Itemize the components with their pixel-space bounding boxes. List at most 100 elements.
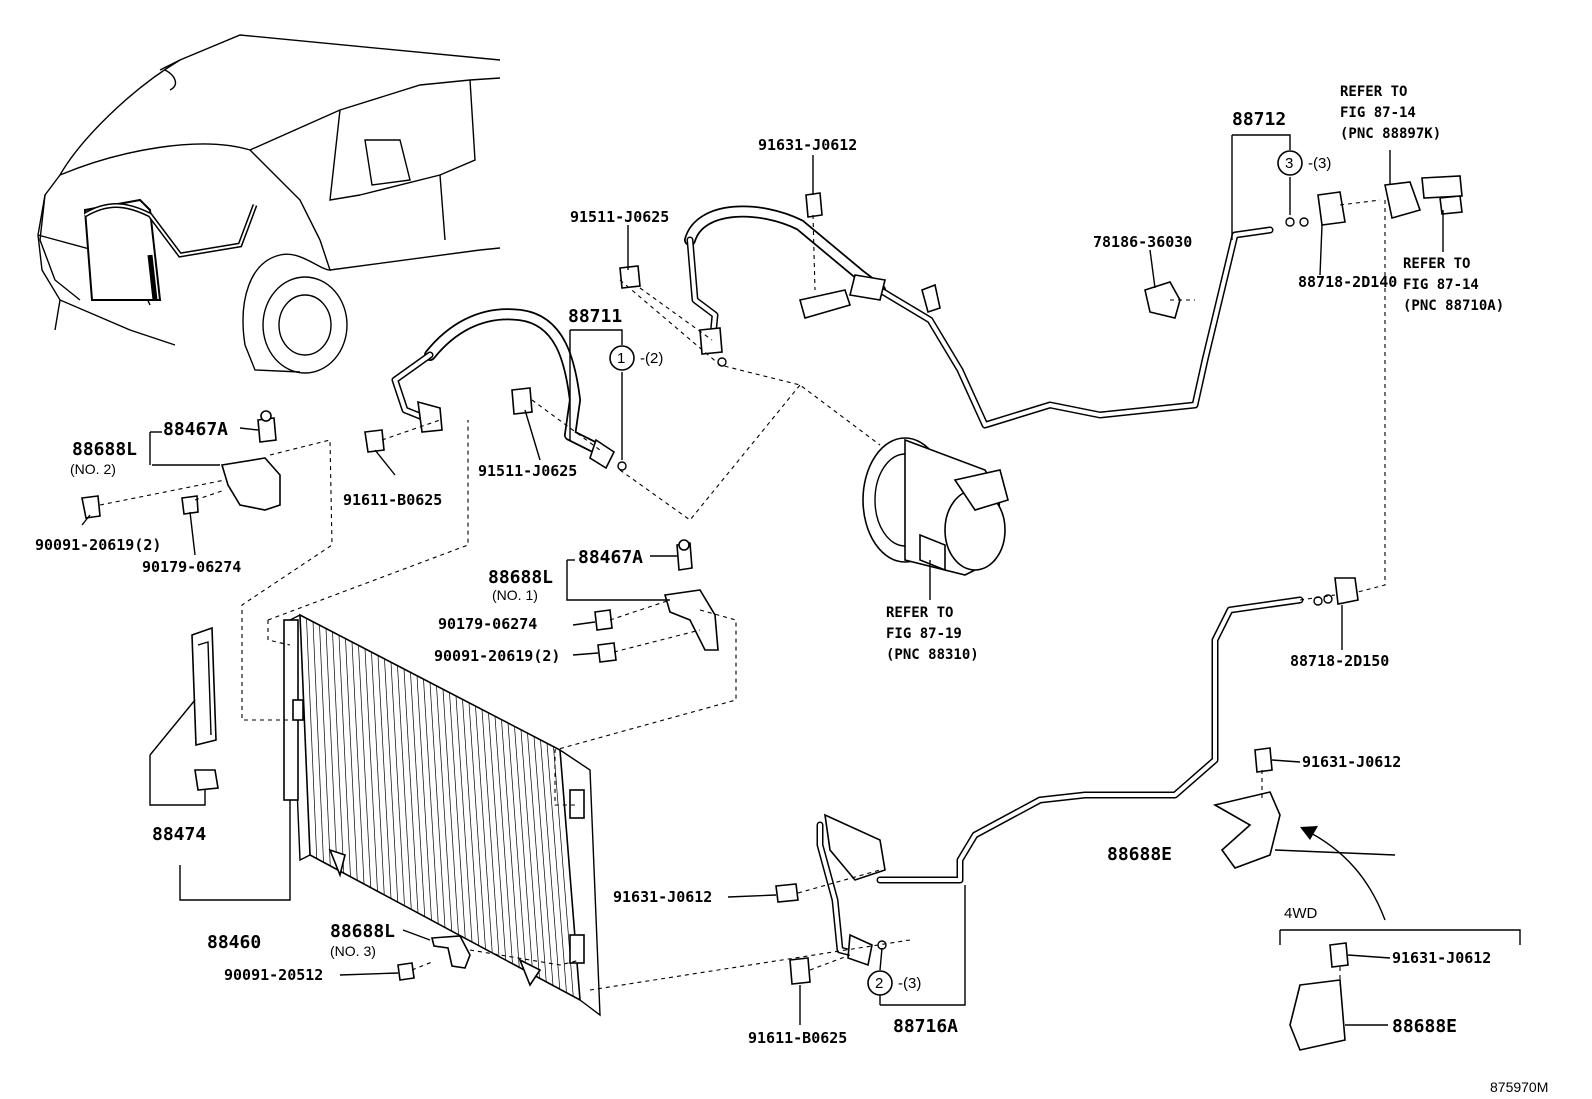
label-90091-20512: 90091-20512 <box>224 966 323 984</box>
label-no2: (NO. 2) <box>70 461 116 477</box>
condenser-fin <box>520 729 540 979</box>
condenser-fin <box>364 648 378 892</box>
ref-top-line3: (PNC 88897K) <box>1340 126 1441 142</box>
label-4wd: 4WD <box>1284 905 1318 922</box>
figure-code: 875970M <box>1490 1079 1548 1095</box>
leader-lines <box>81 134 1521 1026</box>
upper-left-bracket-group <box>81 410 385 519</box>
condenser-fin <box>540 739 561 990</box>
condenser-fin <box>462 699 480 946</box>
condenser-fin <box>397 665 412 910</box>
condenser-fin <box>455 695 473 943</box>
reference-notes: REFER TO FIG 87-14 (PNC 88897K) REFER TO… <box>886 84 1504 663</box>
middle-bracket-group <box>511 192 823 663</box>
condenser-fin <box>475 706 493 953</box>
callout-circle-2 <box>867 970 893 996</box>
label-88460: 88460 <box>207 932 261 953</box>
condenser-fin <box>501 719 520 968</box>
callout-1-number: 1 <box>617 350 625 367</box>
condenser-fin <box>481 709 500 957</box>
condenser-fin <box>546 743 567 993</box>
label-78186-36030: 78186-36030 <box>1093 233 1192 251</box>
condenser-fin <box>442 689 459 935</box>
condenser-fin <box>377 655 392 899</box>
condenser-fin <box>449 692 466 939</box>
label-90179-06274-left: 90179-06274 <box>142 558 241 576</box>
condenser-fin <box>390 662 405 906</box>
condenser-fin <box>514 726 534 975</box>
ref-right-line1: REFER TO <box>1403 256 1470 272</box>
label-88467a-mid: 88467A <box>578 547 643 568</box>
label-no3: (NO. 3) <box>330 943 376 959</box>
side-seal <box>149 626 291 901</box>
condenser-fin <box>351 641 365 885</box>
ref-right-line3: (PNC 88710A) <box>1403 298 1504 314</box>
condenser-fin <box>423 679 439 924</box>
ref-top-line2: FIG 87-14 <box>1340 105 1416 121</box>
label-no1: (NO. 1) <box>492 587 538 603</box>
condenser-fin <box>488 712 507 961</box>
label-90091-20619-mid: 90091-20619(2) <box>434 647 560 665</box>
4wd-arrow <box>1300 826 1386 921</box>
label-91611-b0625-top: 91611-B0625 <box>343 491 442 509</box>
ref-compressor-line1: REFER TO <box>886 605 953 621</box>
callout-circle-1 <box>609 345 635 371</box>
lower-bracket-group <box>397 883 811 985</box>
liquid-pipe <box>816 596 1304 967</box>
label-88474: 88474 <box>152 824 206 845</box>
condenser-fin <box>325 628 338 870</box>
condenser-fin <box>410 672 426 917</box>
condenser-fin <box>371 652 385 895</box>
callout-2-number: 2 <box>875 975 883 992</box>
label-91631-j0612-top: 91631-J0612 <box>758 136 857 154</box>
callout-3-qty: -(3) <box>1308 155 1331 172</box>
label-88712: 88712 <box>1232 109 1286 130</box>
condenser-fin <box>533 736 554 986</box>
condenser-fin <box>436 685 453 932</box>
label-90091-20619-left: 90091-20619(2) <box>35 536 161 554</box>
condenser-fin <box>306 618 318 859</box>
condenser-fin <box>429 682 446 928</box>
condenser-fin <box>494 716 513 964</box>
label-91631-j0612-4wd: 91631-J0612 <box>1392 949 1491 967</box>
callout-circle-3 <box>1277 150 1303 176</box>
label-88718-2d150: 88718-2D150 <box>1290 652 1389 670</box>
ref-compressor-line2: FIG 87-19 <box>886 626 962 642</box>
label-88688l-bot: 88688L <box>330 921 395 942</box>
callout-2-qty: -(3) <box>898 975 921 992</box>
condenser-fin <box>338 635 351 877</box>
callout-3-number: 3 <box>1285 155 1293 172</box>
callout-labels: 1 -(2) 2 -(3) 3 -(3) <box>617 155 1331 992</box>
condenser-fin <box>507 722 527 972</box>
suction-hose <box>684 205 1274 429</box>
label-91611-b0625-bot: 91611-B0625 <box>748 1029 847 1047</box>
label-88711: 88711 <box>568 306 622 327</box>
label-91631-j0612-right: 91631-J0612 <box>1302 753 1401 771</box>
ref-right-line2: FIG 87-14 <box>1403 277 1479 293</box>
callout-circles <box>609 150 1333 996</box>
ref-top-line1: REFER TO <box>1340 84 1407 100</box>
part-labels: 88712 88711 88716A 88460 88474 88467A 88… <box>35 109 1491 1047</box>
callout-1-qty: -(2) <box>640 350 663 367</box>
condenser-fin <box>384 658 399 903</box>
condenser-fin <box>312 621 324 863</box>
compressor <box>862 437 1009 576</box>
ref-compressor-line3: (PNC 88310) <box>886 647 979 663</box>
condenser-fin <box>403 668 419 914</box>
condenser-fin <box>319 625 331 866</box>
label-91511-j0625-mid: 91511-J0625 <box>478 462 577 480</box>
label-88688e-lower: 88688E <box>1392 1016 1457 1037</box>
condenser-fin <box>416 675 432 921</box>
label-88688l-top: 88688L <box>72 439 137 460</box>
label-88688e-upper: 88688E <box>1107 844 1172 865</box>
label-88718-2d140: 88718-2D140 <box>1298 273 1397 291</box>
label-91631-j0612-mid: 91631-J0612 <box>613 888 712 906</box>
condenser-assembly <box>283 613 601 1017</box>
right-bracket-group <box>1144 175 1463 1051</box>
condenser-fin <box>527 733 547 982</box>
condenser-fin <box>332 631 345 874</box>
label-90179-06274-mid: 90179-06274 <box>438 615 537 633</box>
condenser-fin <box>358 645 372 888</box>
condenser-fin <box>345 638 358 881</box>
